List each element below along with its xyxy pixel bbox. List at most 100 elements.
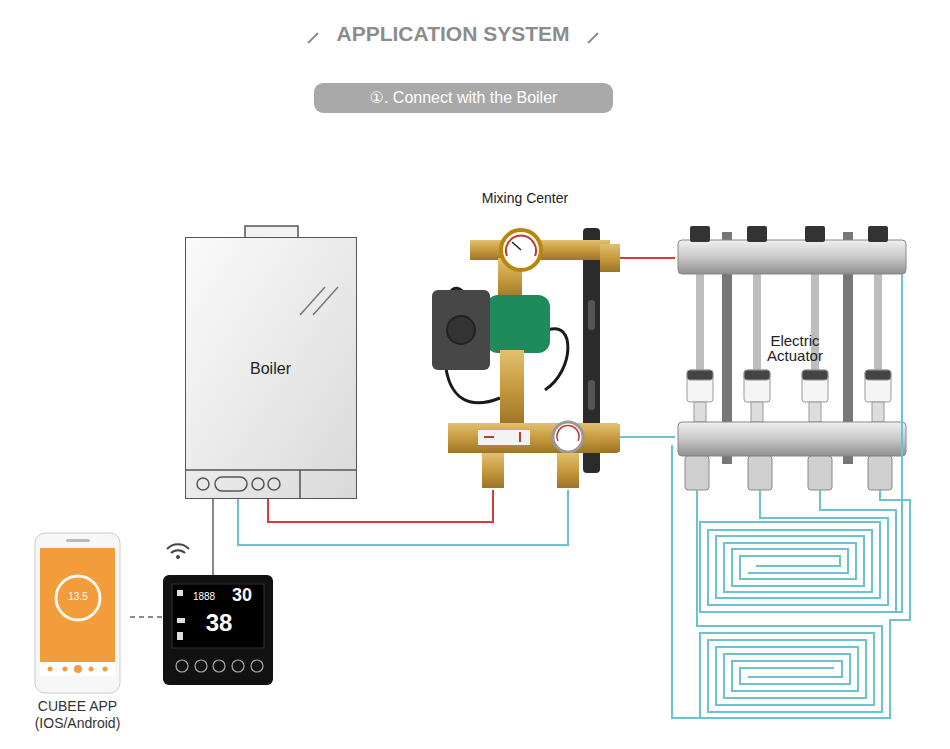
water-pipe — [620, 257, 675, 259]
electric-actuator — [802, 370, 828, 402]
manifold-drawing — [678, 226, 906, 490]
temperature-ring — [56, 576, 100, 620]
supply-bar — [678, 240, 906, 274]
phone-drawing — [35, 533, 120, 693]
mixing-manifold — [448, 423, 618, 453]
floor-loop — [708, 490, 888, 605]
actuator-cap — [802, 370, 828, 380]
display-reading: 1888 — [187, 591, 221, 603]
thermostat: 18883038 — [163, 575, 273, 685]
boiler-body — [185, 237, 357, 499]
button — [213, 660, 225, 672]
gauge-scale — [506, 236, 536, 256]
tab-bar — [40, 662, 115, 676]
valve-cap — [805, 226, 825, 242]
tab-icons — [48, 665, 108, 673]
valve-caps — [690, 226, 888, 242]
gauge-needle — [512, 242, 521, 250]
temperature-reading: 13.5 — [63, 591, 93, 603]
tab-icon — [63, 667, 68, 672]
phone-app: 13.5CUBEE APP (IOS/Android) — [25, 533, 130, 728]
step-pill: ①. Connect with the Boiler — [314, 83, 613, 113]
slash-mark — [308, 33, 318, 43]
water-pipe — [268, 490, 493, 522]
speed-knob — [447, 316, 475, 344]
valve-stems — [696, 274, 882, 372]
actuator-base — [751, 402, 763, 422]
actuator-base — [694, 402, 706, 422]
control-knob — [197, 478, 209, 490]
brass-fitting — [600, 244, 620, 272]
display-icon — [177, 618, 185, 623]
boiler-label: Boiler — [186, 360, 355, 378]
app-label: CUBEE APP (IOS/Android) — [25, 698, 130, 732]
button — [195, 660, 207, 672]
thermometer — [553, 422, 583, 452]
actuator-base — [872, 402, 884, 422]
valve-cap — [747, 226, 767, 242]
return-bar — [678, 422, 906, 456]
thermostat-display — [172, 584, 264, 648]
flow-sticker — [478, 430, 530, 445]
brass-pipe — [500, 350, 524, 425]
heating-loops — [672, 274, 910, 718]
step-heading: ①. Connect with the Boiler — [314, 83, 613, 113]
control-knob — [268, 478, 280, 490]
electric-actuator — [865, 370, 891, 402]
button — [176, 660, 188, 672]
boiler-box: Boiler — [185, 237, 357, 499]
outlet-fitting — [557, 453, 579, 488]
valve-cap — [690, 226, 710, 242]
boiler-drawing — [185, 226, 357, 499]
actuator-base — [809, 402, 821, 422]
valve-cap — [868, 226, 888, 242]
loop-pipe — [672, 445, 700, 718]
flow-mark — [484, 432, 520, 442]
electric-actuator — [687, 370, 713, 402]
glass-shine — [300, 287, 325, 315]
mixing-center-drawing — [432, 228, 620, 488]
display-reading: 38 — [201, 609, 237, 637]
pressure-gauge — [501, 230, 541, 270]
diagram-title: APPLICATION SYSTEM — [300, 22, 606, 46]
control-wire — [212, 499, 214, 575]
outlet-fitting — [868, 456, 892, 490]
thermometer-scale — [557, 425, 579, 441]
thermostat-body — [163, 575, 273, 685]
brass-fitting — [600, 424, 620, 452]
control-panel-line — [185, 469, 357, 471]
valve-stem — [696, 274, 704, 372]
outlet-fitting — [748, 456, 772, 490]
wifi-arc — [167, 544, 189, 549]
phone-speaker — [66, 539, 90, 542]
slash-mark — [588, 33, 598, 43]
actuators — [687, 370, 891, 422]
glass-shine — [313, 287, 338, 315]
outlet-fitting — [482, 453, 504, 488]
valve-stem — [874, 274, 882, 372]
valve-stem — [753, 274, 761, 372]
wifi-arc — [171, 550, 185, 553]
button — [232, 660, 244, 672]
thermostat-drawing — [163, 544, 273, 685]
bracket-slot — [588, 380, 595, 410]
control-display — [215, 477, 247, 491]
floor-loop — [700, 490, 910, 718]
water-pipe — [620, 436, 675, 438]
control-knob — [252, 478, 264, 490]
outlet-fittings — [685, 456, 892, 490]
floor-loop — [700, 490, 896, 612]
outlet-fitting — [808, 456, 832, 490]
pump-motor — [432, 290, 490, 370]
circulation-pump — [486, 295, 550, 353]
bracket-slot — [588, 300, 595, 330]
thermostat-buttons — [176, 660, 263, 672]
actuator-cap — [744, 370, 770, 380]
mixing-center: Mixing Center — [425, 188, 620, 490]
outlet-fitting — [685, 456, 709, 490]
tab-icon — [48, 667, 53, 672]
mixing-center-label: Mixing Center — [425, 190, 625, 206]
tab-icon — [103, 667, 108, 672]
actuator-cap — [865, 370, 891, 380]
